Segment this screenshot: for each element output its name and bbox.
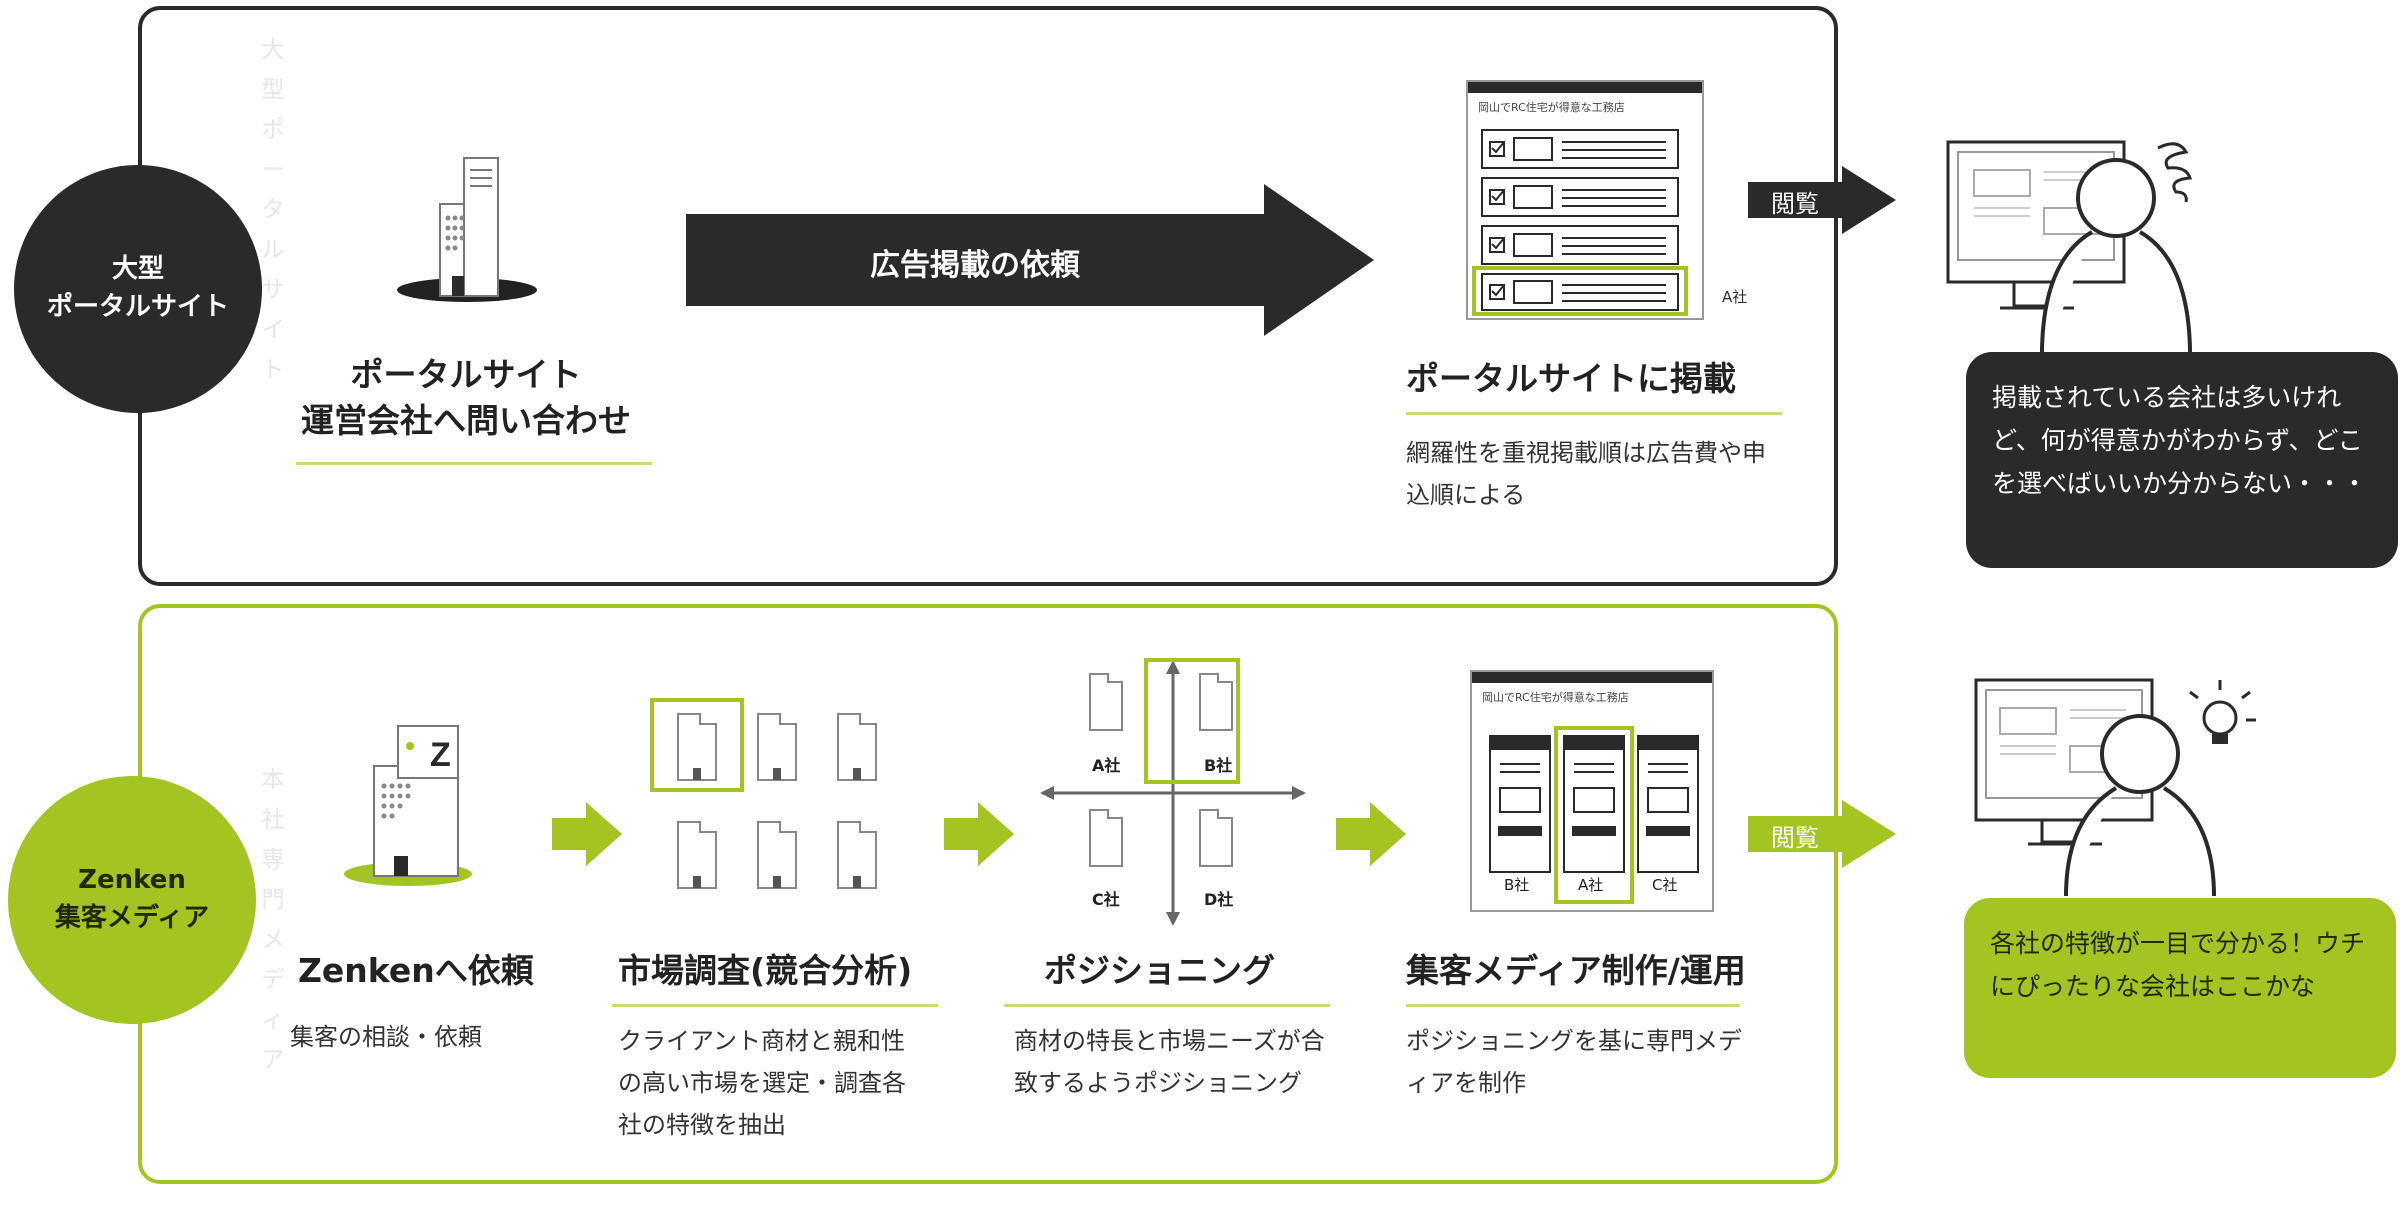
portal-listing-header: 岡山でRC住宅が得意な工務店	[1478, 101, 1625, 114]
market-research-title: 市場調査(競合分析)	[618, 951, 913, 990]
quadrant-label-c: C社	[1092, 890, 1120, 909]
positioning-quadrant-icon	[1040, 658, 1306, 926]
zenken-request-desc: 集客の相談・依頼	[290, 1023, 482, 1051]
media-production-desc: ポジショニングを基に専門メディアを制作	[1406, 1027, 1742, 1097]
portal-circle-line1: 大型	[111, 254, 164, 285]
portal-circle-line2: ポータルサイト	[46, 292, 229, 322]
portal-listing-underline	[1406, 412, 1782, 415]
zenken-circle-line1: Zenken	[78, 865, 186, 896]
media-col-a: A社	[1578, 876, 1604, 894]
satisfied-user-speech-bubble: 各社の特徴が一目で分かる！ウチにぴったりな会社はここかな	[1964, 898, 2396, 1078]
portal-listing-title: ポータルサイトに掲載	[1406, 359, 1736, 398]
zenken-vertical-watermark: 本社専門メディア	[261, 767, 285, 1073]
portal-site-circle: 大型 ポータルサイト	[14, 165, 262, 413]
zenken-circle-line2: 集客メディア	[54, 903, 210, 933]
zenken-building-icon: Z	[344, 725, 472, 886]
quadrant-label-a: A社	[1092, 756, 1121, 775]
satisfied-user-icon	[1974, 678, 2256, 897]
step-arrow-icon-3	[1336, 802, 1406, 866]
confused-user-icon	[1946, 140, 2193, 365]
media-col-b: B社	[1504, 876, 1530, 894]
positioning-underline	[1004, 1004, 1330, 1007]
zenken-building-letter: Z	[430, 736, 451, 774]
portal-vertical-watermark: 大型ポータルサイト	[261, 37, 285, 383]
portal-inquiry-underline	[296, 462, 652, 465]
media-production-title: 集客メディア制作/運用	[1406, 951, 1746, 990]
step-arrow-icon-1	[552, 802, 622, 866]
portal-listing-rows	[1472, 129, 1688, 316]
browse-arrow-icon-green	[1748, 800, 1896, 868]
zenken-media-header: 岡山でRC住宅が得意な工務店	[1482, 691, 1629, 704]
media-col-c: C社	[1652, 876, 1678, 894]
portal-listing-page: 岡山でRC住宅が得意な工務店	[1466, 80, 1704, 320]
browse-arrow-icon	[1748, 166, 1896, 234]
market-research-underline	[612, 1004, 938, 1007]
zenken-media-columns	[1489, 726, 1699, 904]
zenken-request-title: Zenkenへ依頼	[298, 951, 534, 990]
browse-label-top: 閲覧	[1771, 190, 1819, 218]
positioning-desc: 商材の特長と市場ニーズが合致するようポジショニング	[1014, 1027, 1325, 1097]
portal-listing-desc: 網羅性を重視掲載順は広告費や申込順による	[1406, 439, 1766, 509]
step-arrow-icon-2	[944, 802, 1014, 866]
market-research-desc: クライアント商材と親和性の高い市場を選定・調査各社の特徴を抽出	[618, 1027, 906, 1139]
market-research-buildings-icon	[650, 698, 877, 889]
ad-request-label: 広告掲載の依頼	[870, 248, 1080, 283]
portal-company-tag: A社	[1722, 288, 1748, 306]
media-production-underline	[1406, 1004, 1740, 1007]
zenken-media-circle: Zenken 集客メディア	[8, 776, 256, 1024]
confused-user-speech-bubble: 掲載されている会社は多いけれど、何が得意かがわからず、どこを選べばいいか分からな…	[1966, 352, 2398, 568]
ad-request-arrow-icon	[686, 184, 1374, 336]
portal-inquiry-title: ポータルサイト 運営会社へ問い合わせ	[301, 355, 631, 440]
quadrant-label-d: D社	[1204, 890, 1234, 909]
quadrant-label-b: B社	[1204, 756, 1233, 775]
browse-label-bottom: 閲覧	[1771, 824, 1819, 852]
office-building-icon	[397, 157, 537, 302]
positioning-title: ポジショニング	[1044, 951, 1275, 990]
